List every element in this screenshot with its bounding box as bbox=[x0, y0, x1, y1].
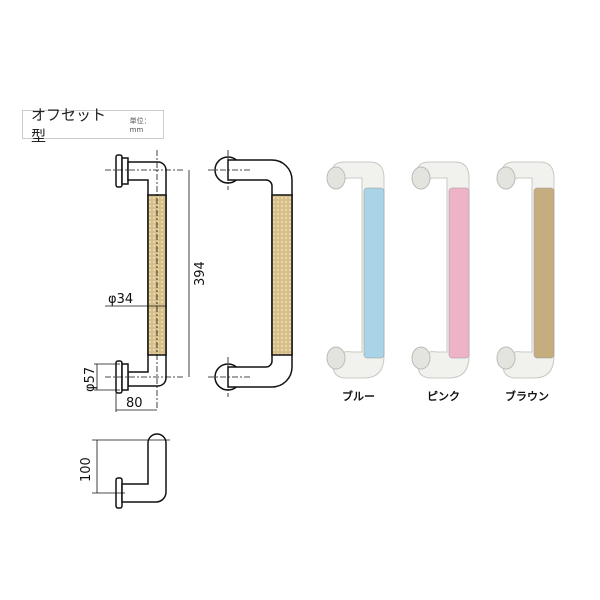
bar-diameter-dimension: φ34 bbox=[108, 292, 133, 307]
height-dimension: 100 bbox=[79, 457, 94, 482]
handle-brown bbox=[496, 161, 555, 379]
handle-pink bbox=[411, 161, 470, 379]
color-label-blue: ブルー bbox=[342, 390, 375, 403]
handle-blue bbox=[326, 161, 385, 379]
offset-dimension: 80 bbox=[126, 396, 143, 411]
color-label-pink: ピンク bbox=[427, 390, 460, 403]
type-label-box: オフセット型 単位：mm bbox=[22, 106, 164, 145]
color-label-brown: ブラウン bbox=[505, 390, 549, 403]
length-dimension: 394 bbox=[193, 261, 208, 286]
base-diameter-dimension: φ57 bbox=[83, 367, 98, 392]
top-view bbox=[92, 433, 170, 509]
unit-label: 単位：mm bbox=[129, 116, 151, 134]
front-view bbox=[208, 150, 293, 397]
side-view bbox=[94, 150, 190, 412]
type-title: オフセット型 bbox=[31, 105, 107, 145]
color-variants bbox=[326, 161, 555, 379]
